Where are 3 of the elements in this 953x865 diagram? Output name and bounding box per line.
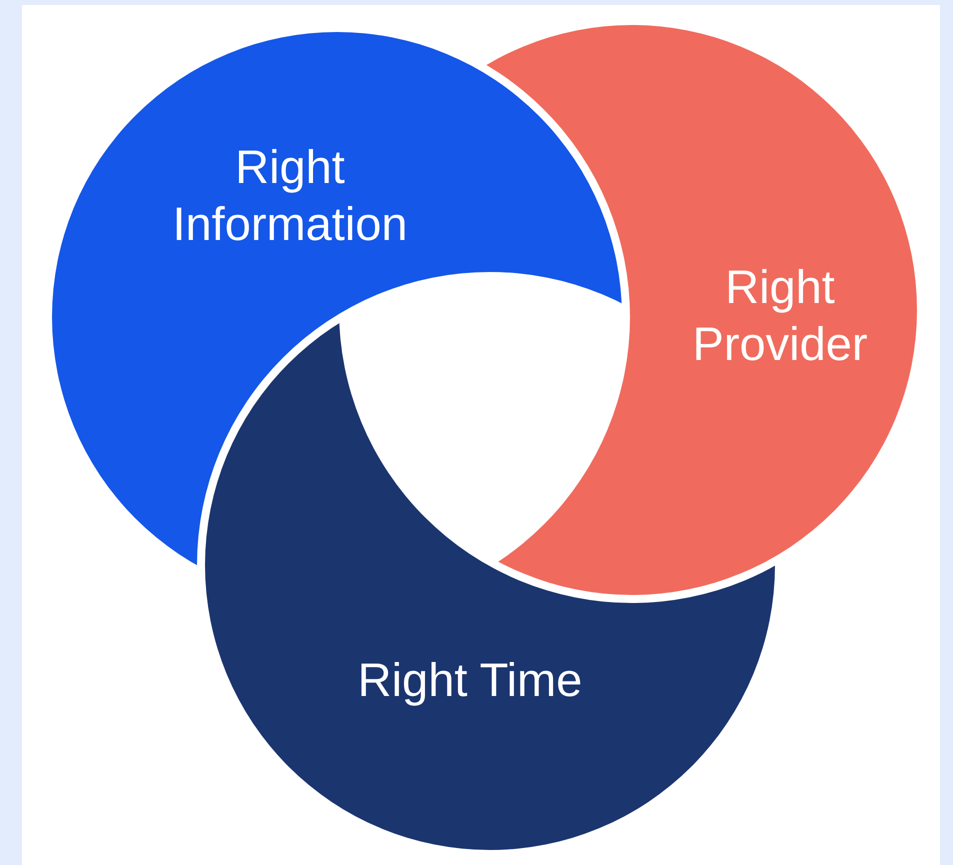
- segment-label: Right Information: [171, 138, 409, 252]
- segment-label: Right Time: [358, 652, 582, 708]
- segment-label: Right Provider: [691, 258, 868, 372]
